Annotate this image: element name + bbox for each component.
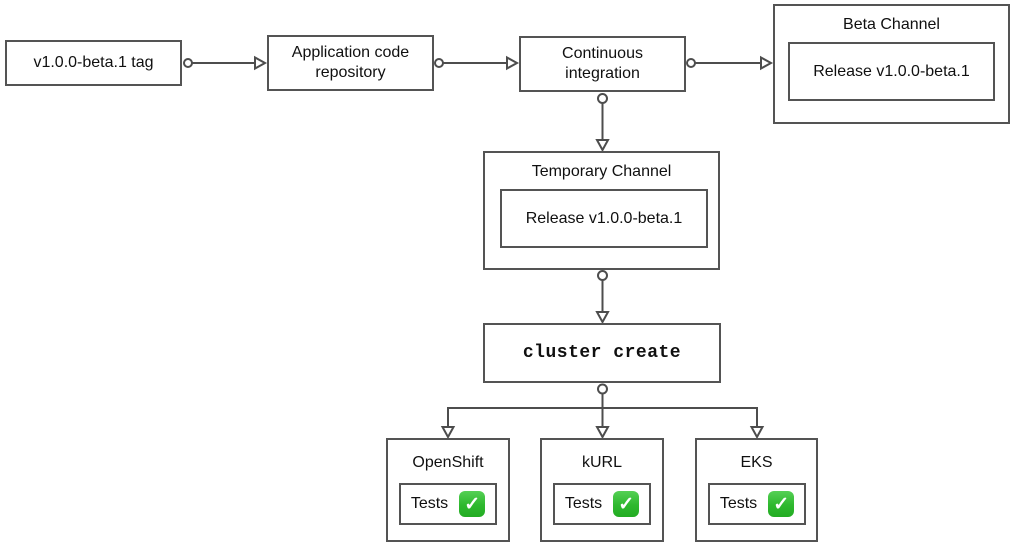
connector-repo-to-ci (434, 55, 520, 71)
kurl-tests-label: Tests (564, 495, 603, 512)
kurl-title: kURL (581, 454, 622, 471)
eks-tests-label: Tests (719, 495, 758, 512)
check-pass-icon: ✓ (613, 491, 640, 517)
check-mark-glyph: ✓ (773, 493, 790, 515)
connector-ci-to-beta-channel (686, 55, 774, 71)
check-mark-glyph: ✓ (464, 493, 481, 515)
check-mark-glyph: ✓ (618, 493, 635, 515)
kurl-tests-box: Tests ✓ (553, 483, 651, 525)
temporary-channel-release-box: Release v1.0.0-beta.1 (500, 189, 708, 248)
temporary-channel-title: Temporary Channel (531, 163, 672, 180)
node-beta-channel: Beta Channel Release v1.0.0-beta.1 (773, 4, 1010, 124)
node-version-tag: v1.0.0-beta.1 tag (5, 40, 182, 86)
node-app-code-repository-label: Application code repository (291, 44, 410, 81)
connector-cluster-create-to-test-targets (440, 383, 765, 440)
check-pass-icon: ✓ (459, 491, 486, 517)
beta-channel-release-label: Release v1.0.0-beta.1 (813, 62, 970, 80)
connector-temp-channel-to-cluster-create (595, 270, 610, 325)
connector-tag-to-repo (183, 55, 268, 71)
node-eks: EKS Tests ✓ (695, 438, 818, 542)
temporary-channel-release-label: Release v1.0.0-beta.1 (525, 209, 683, 227)
node-continuous-integration-label: Continuous integration (562, 45, 643, 82)
node-version-tag-label: v1.0.0-beta.1 tag (33, 54, 154, 71)
node-app-code-repository: Application code repository (267, 35, 434, 91)
openshift-tests-box: Tests ✓ (399, 483, 497, 525)
node-openshift: OpenShift Tests ✓ (386, 438, 510, 542)
eks-tests-box: Tests ✓ (708, 483, 806, 525)
node-temporary-channel: Temporary Channel Release v1.0.0-beta.1 (483, 151, 720, 270)
connector-ci-to-temp-channel (595, 93, 610, 153)
node-continuous-integration: Continuous integration (519, 36, 686, 92)
check-pass-icon: ✓ (768, 491, 795, 517)
node-kurl: kURL Tests ✓ (540, 438, 664, 542)
beta-channel-title: Beta Channel (843, 16, 940, 33)
openshift-title: OpenShift (412, 454, 484, 471)
openshift-tests-label: Tests (410, 495, 449, 512)
node-cluster-create-label: cluster create (522, 343, 682, 363)
eks-title: EKS (740, 454, 773, 471)
beta-channel-release-box: Release v1.0.0-beta.1 (788, 42, 995, 101)
node-cluster-create: cluster create (483, 323, 721, 383)
